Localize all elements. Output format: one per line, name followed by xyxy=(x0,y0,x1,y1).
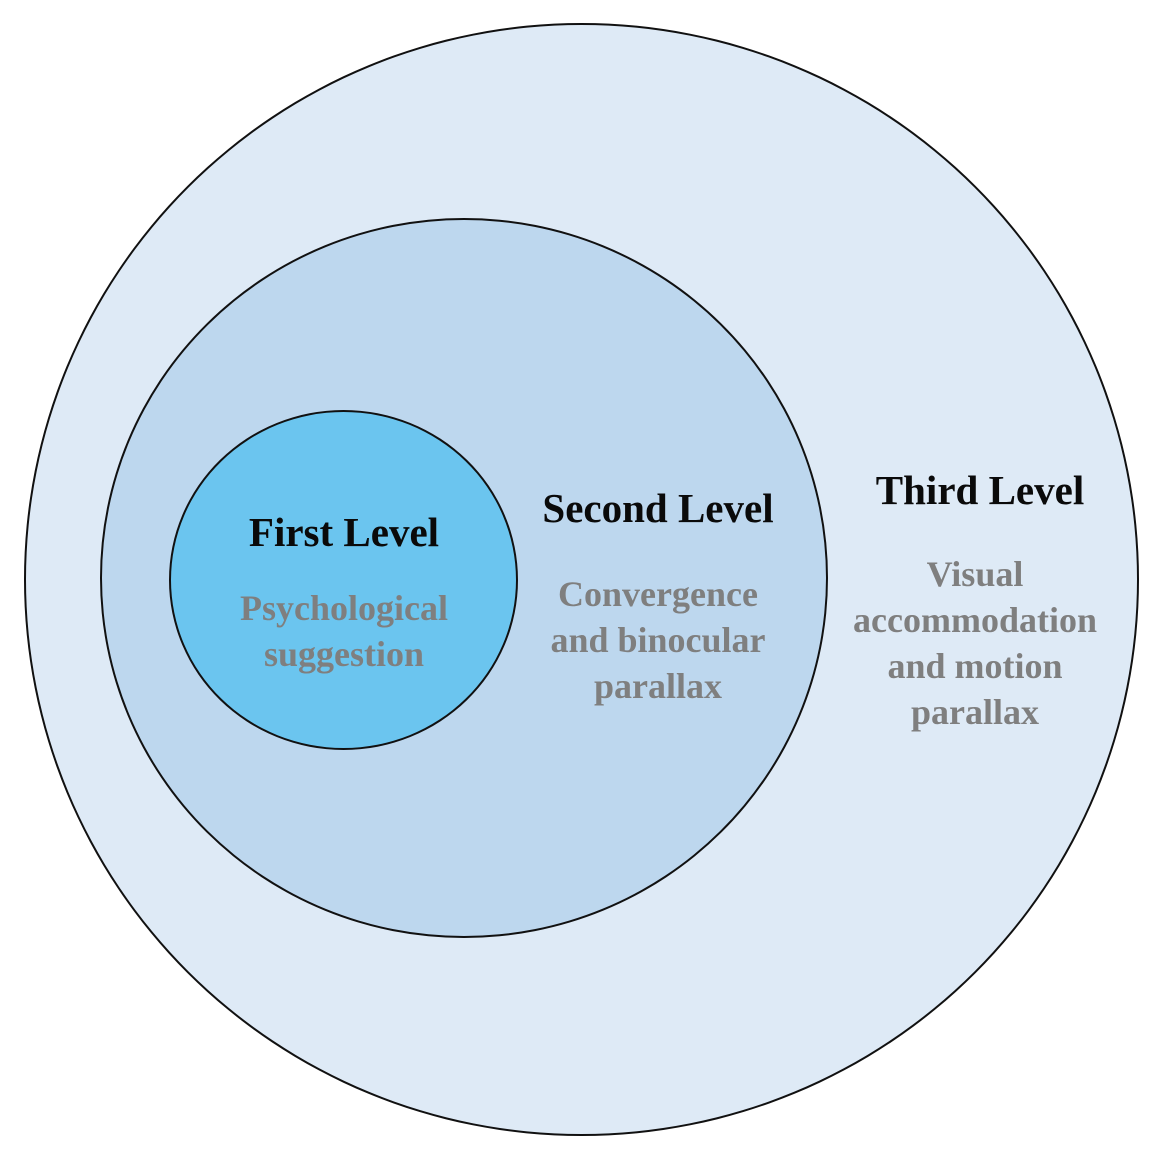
third-level-description: Visual accommodation and motion parallax xyxy=(853,554,1097,732)
second-level-title: Second Level xyxy=(542,485,774,531)
third-level-title: Third Level xyxy=(875,467,1085,513)
first-level-circle xyxy=(169,410,518,750)
first-level-title: First Level xyxy=(248,509,440,555)
second-level-description: Convergence and binocular parallax xyxy=(550,574,766,706)
first-level-description: Psychological suggestion xyxy=(240,588,448,674)
